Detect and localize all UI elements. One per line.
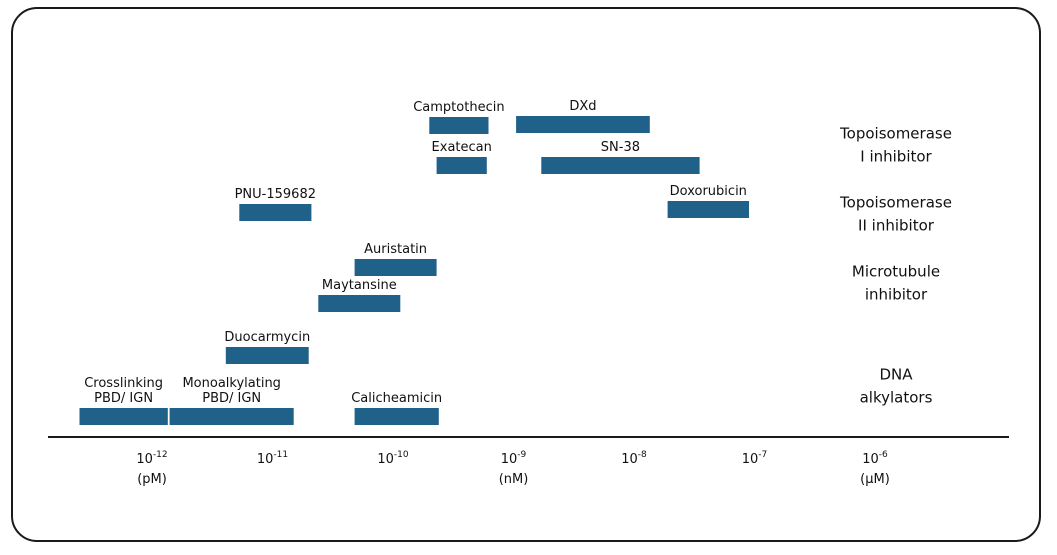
group-label-3-line-1: DNA: [879, 366, 913, 384]
bar-maytansine: [318, 295, 401, 312]
bar-label-camptothecin: Camptothecin: [413, 100, 504, 115]
x-tick-label-2: 10-10: [377, 450, 409, 467]
x-tick-label-3: 10-9: [501, 450, 527, 467]
bar-label-auristatin: Auristatin: [364, 242, 427, 257]
group-label-2-line-1: Microtubule: [852, 263, 940, 281]
x-tick-label-5: 10-7: [742, 450, 768, 467]
x-tick-unit-0: (pM): [137, 472, 167, 487]
bar-label-duocarmycin: Duocarmycin: [224, 330, 310, 345]
x-ticks-layer: 10-12 (pM) 10-11 10-10 10-9 (nM) 10-8 10-7 10-6 (…: [136, 450, 889, 487]
group-label-3-line-2: alkylators: [860, 389, 933, 407]
bar-label-maytansine: Maytansine: [322, 278, 397, 293]
bar-label-crosslinking-pbd-ign-line-1: Crosslinking: [84, 376, 163, 391]
bar-calicheamicin: [354, 408, 439, 425]
x-tick-unit-6: (µM): [860, 472, 890, 487]
group-label-0-line-1: Topoisomerase: [839, 125, 952, 143]
x-tick-label-4: 10-8: [621, 450, 647, 467]
group-label-1-line-1: Topoisomerase: [839, 194, 952, 212]
bar-doxorubicin: [667, 201, 749, 218]
bar-label-crosslinking-pbd-ign-line-2: PBD/ IGN: [94, 391, 153, 406]
x-tick-label-6: 10-6: [862, 450, 888, 467]
bar-monoalkylating-pbd-ign: [169, 408, 294, 425]
bar-duocarmycin: [225, 347, 309, 364]
bar-dxd: [516, 116, 650, 133]
group-label-2-line-2: inhibitor: [865, 286, 928, 304]
bar-label-exatecan: Exatecan: [432, 140, 492, 155]
bar-camptothecin: [429, 117, 489, 134]
bar-label-monoalkylating-pbd-ign-line-1: Monoalkylating: [182, 376, 280, 391]
bar-pnu-159682: [239, 204, 312, 221]
x-tick-label-0: 10-12: [136, 450, 167, 467]
bar-label-sn-38: SN-38: [601, 140, 640, 155]
bar-exatecan: [436, 157, 487, 174]
x-tick-label-1: 10-11: [257, 450, 288, 467]
bar-auristatin: [354, 259, 437, 276]
figure-frame: [11, 7, 1041, 542]
bar-crosslinking-pbd-ign: [79, 408, 168, 425]
bar-label-doxorubicin: Doxorubicin: [670, 184, 747, 199]
bar-label-calicheamicin: Calicheamicin: [351, 391, 442, 406]
group-label-1-line-2: II inhibitor: [858, 217, 935, 235]
bar-label-monoalkylating-pbd-ign-line-2: PBD/ IGN: [202, 391, 261, 406]
group-label-0-line-2: I inhibitor: [860, 148, 932, 166]
bar-label-dxd: DXd: [569, 99, 596, 114]
bar-label-pnu-159682: PNU-159682: [235, 187, 316, 202]
x-tick-unit-3: (nM): [499, 472, 529, 487]
bar-sn-38: [541, 157, 700, 174]
